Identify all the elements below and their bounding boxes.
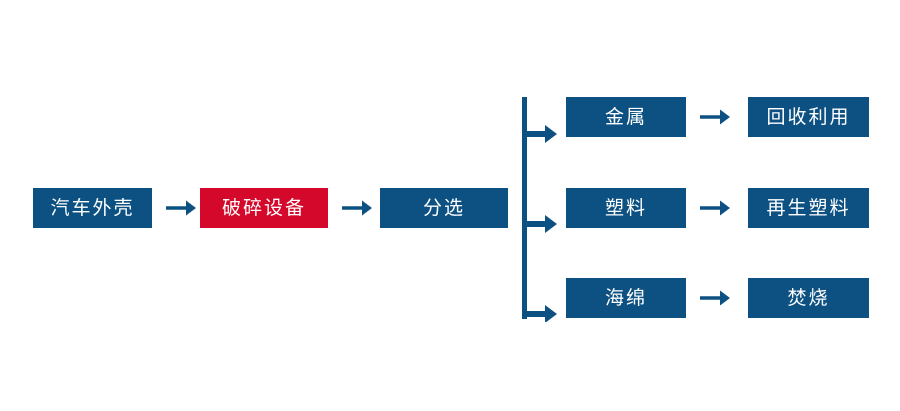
branch-bus-icon [521,94,565,322]
node-shredder[interactable]: 破碎设备 [200,188,328,228]
node-incineration[interactable]: 焚烧 [748,278,869,318]
node-regenerated-plastic[interactable]: 再生塑料 [748,188,869,228]
node-label: 回收利用 [766,106,851,128]
right-arrow-icon-car-shell-to-shredder [166,198,196,218]
node-sorting[interactable]: 分选 [380,188,508,228]
node-label: 海绵 [604,287,647,309]
node-label: 金属 [604,106,647,128]
node-plastic[interactable]: 塑料 [566,188,686,228]
right-arrow-icon-sponge-to-incineration [700,288,730,308]
node-sponge[interactable]: 海绵 [566,278,686,318]
node-recycle-reuse[interactable]: 回收利用 [748,97,869,137]
node-label: 再生塑料 [766,197,851,219]
right-arrow-icon-shredder-to-sorting [342,198,372,218]
node-car-shell[interactable]: 汽车外壳 [33,188,152,228]
right-arrow-icon-metal-to-recycle [700,107,730,127]
node-label: 焚烧 [787,287,830,309]
node-label: 塑料 [604,197,647,219]
node-metal[interactable]: 金属 [566,97,686,137]
right-arrow-icon-plastic-to-regenerated [700,198,730,218]
node-label: 分选 [422,197,465,219]
node-label: 破碎设备 [221,197,306,219]
node-label: 汽车外壳 [50,197,135,219]
